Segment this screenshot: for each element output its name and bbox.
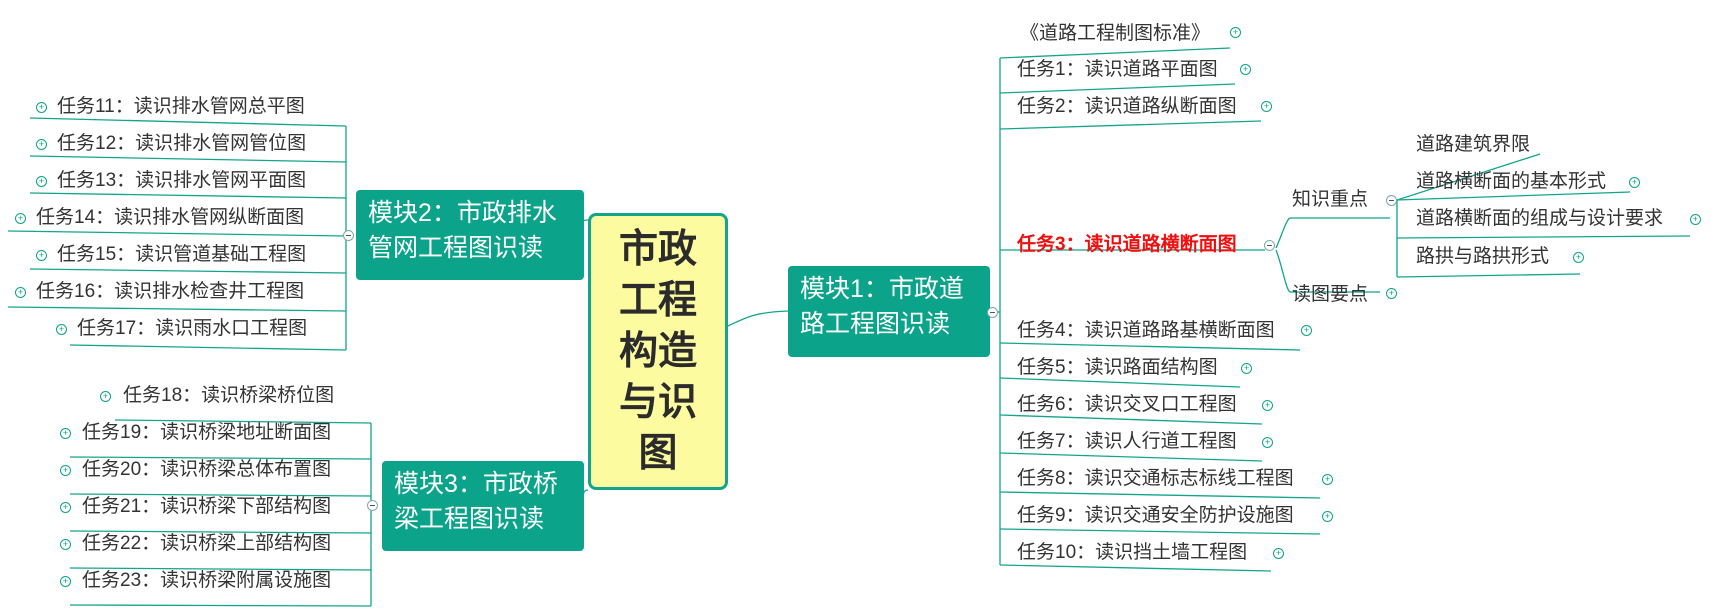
module3-item-task23[interactable]: 任务23：读识桥梁附属设施图 [82, 570, 332, 591]
expand-icon[interactable]: + [1301, 325, 1312, 336]
expand-icon[interactable]: + [36, 176, 47, 187]
root-topic[interactable]: 市政工程构造与识图 [588, 213, 728, 490]
root-title: 市政工程构造与识图 [618, 228, 697, 475]
expand-icon[interactable]: + [36, 250, 47, 261]
task3-knowledge[interactable]: 知识重点 [1292, 189, 1369, 210]
task3-reading[interactable]: 读图要点 [1292, 284, 1369, 305]
module1-node[interactable]: 模块1：市政道路工程图识读 [788, 266, 990, 357]
expand-icon[interactable]: + [1262, 400, 1273, 411]
module2-item-task11[interactable]: 任务11：读识排水管网总平图 [57, 96, 305, 117]
module1-item-task3[interactable]: 任务3：读识道路横断面图 [1017, 234, 1237, 255]
module3-item-task18[interactable]: 任务18：读识桥梁桥位图 [123, 385, 335, 406]
expand-icon[interactable]: + [1629, 177, 1640, 188]
module1-title: 模块1：市政道路工程图识读 [800, 275, 964, 338]
module1-item-task2[interactable]: 任务2：读识道路纵断面图 [1017, 96, 1237, 117]
expand-icon[interactable]: + [56, 324, 67, 335]
module2-node[interactable]: 模块2：市政排水管网工程图识读 [356, 190, 584, 280]
expand-icon[interactable]: + [1240, 64, 1251, 75]
module3-title: 模块3：市政桥梁工程图识读 [394, 470, 558, 533]
expand-icon[interactable]: + [1262, 437, 1273, 448]
module1-item-standard[interactable]: 《道路工程制图标准》 [1020, 23, 1211, 44]
knowledge-item-3[interactable]: 道路横断面的组成与设计要求 [1416, 208, 1664, 229]
expand-icon[interactable]: + [60, 502, 71, 513]
module1-item-task4[interactable]: 任务4：读识道路路基横断面图 [1017, 320, 1275, 341]
expand-icon[interactable]: + [1241, 363, 1252, 374]
expand-icon[interactable]: + [1261, 101, 1272, 112]
expand-icon[interactable]: + [60, 428, 71, 439]
expand-icon[interactable]: + [1322, 474, 1333, 485]
module1-item-task7[interactable]: 任务7：读识人行道工程图 [1017, 431, 1237, 452]
expand-icon[interactable]: + [60, 576, 71, 587]
knowledge-item-2[interactable]: 道路横断面的基本形式 [1416, 171, 1607, 192]
module2-item-task15[interactable]: 任务15：读识管道基础工程图 [57, 244, 307, 265]
module3-item-task22[interactable]: 任务22：读识桥梁上部结构图 [82, 533, 332, 554]
module3-item-task20[interactable]: 任务20：读识桥梁总体布置图 [82, 459, 332, 480]
module1-item-task8[interactable]: 任务8：读识交通标志标线工程图 [1017, 468, 1294, 489]
module3-item-task19[interactable]: 任务19：读识桥梁地址断面图 [82, 422, 332, 443]
expand-icon[interactable]: + [1386, 288, 1397, 299]
expand-icon[interactable]: + [1273, 548, 1284, 559]
module1-item-task1[interactable]: 任务1：读识道路平面图 [1017, 59, 1218, 80]
expand-icon[interactable]: + [60, 539, 71, 550]
expand-icon[interactable]: + [15, 213, 26, 224]
module2-item-task17[interactable]: 任务17：读识雨水口工程图 [77, 318, 308, 339]
collapse-icon[interactable] [1264, 240, 1275, 251]
expand-icon[interactable]: + [60, 465, 71, 476]
collapse-icon[interactable] [1386, 195, 1397, 206]
knowledge-item-4[interactable]: 路拱与路拱形式 [1416, 246, 1550, 267]
expand-icon[interactable]: + [1322, 511, 1333, 522]
module2-item-task16[interactable]: 任务16：读识排水检查井工程图 [36, 281, 305, 302]
collapse-icon[interactable] [987, 307, 998, 318]
expand-icon[interactable]: + [36, 139, 47, 150]
module2-item-task12[interactable]: 任务12：读识排水管网管位图 [57, 133, 307, 154]
module3-item-task21[interactable]: 任务21：读识桥梁下部结构图 [82, 496, 332, 517]
knowledge-item-1[interactable]: 道路建筑界限 [1416, 134, 1531, 155]
module2-title: 模块2：市政排水管网工程图识读 [368, 199, 557, 262]
module2-item-task13[interactable]: 任务13：读识排水管网平面图 [57, 170, 307, 191]
module2-item-task14[interactable]: 任务14：读识排水管网纵断面图 [36, 207, 305, 228]
module1-item-task5[interactable]: 任务5：读识路面结构图 [1017, 357, 1218, 378]
expand-icon[interactable]: + [1690, 214, 1701, 225]
expand-icon[interactable]: + [15, 287, 26, 298]
collapse-icon[interactable] [367, 500, 378, 511]
expand-icon[interactable]: + [100, 391, 111, 402]
expand-icon[interactable]: + [1230, 27, 1241, 38]
module3-node[interactable]: 模块3：市政桥梁工程图识读 [382, 461, 584, 551]
module1-item-task9[interactable]: 任务9：读识交通安全防护设施图 [1017, 505, 1294, 526]
expand-icon[interactable]: + [1573, 252, 1584, 263]
expand-icon[interactable]: + [36, 102, 47, 113]
module1-item-task6[interactable]: 任务6：读识交叉口工程图 [1017, 394, 1237, 415]
collapse-icon[interactable] [343, 230, 354, 241]
module1-item-task10[interactable]: 任务10：读识挡土墙工程图 [1017, 542, 1248, 563]
